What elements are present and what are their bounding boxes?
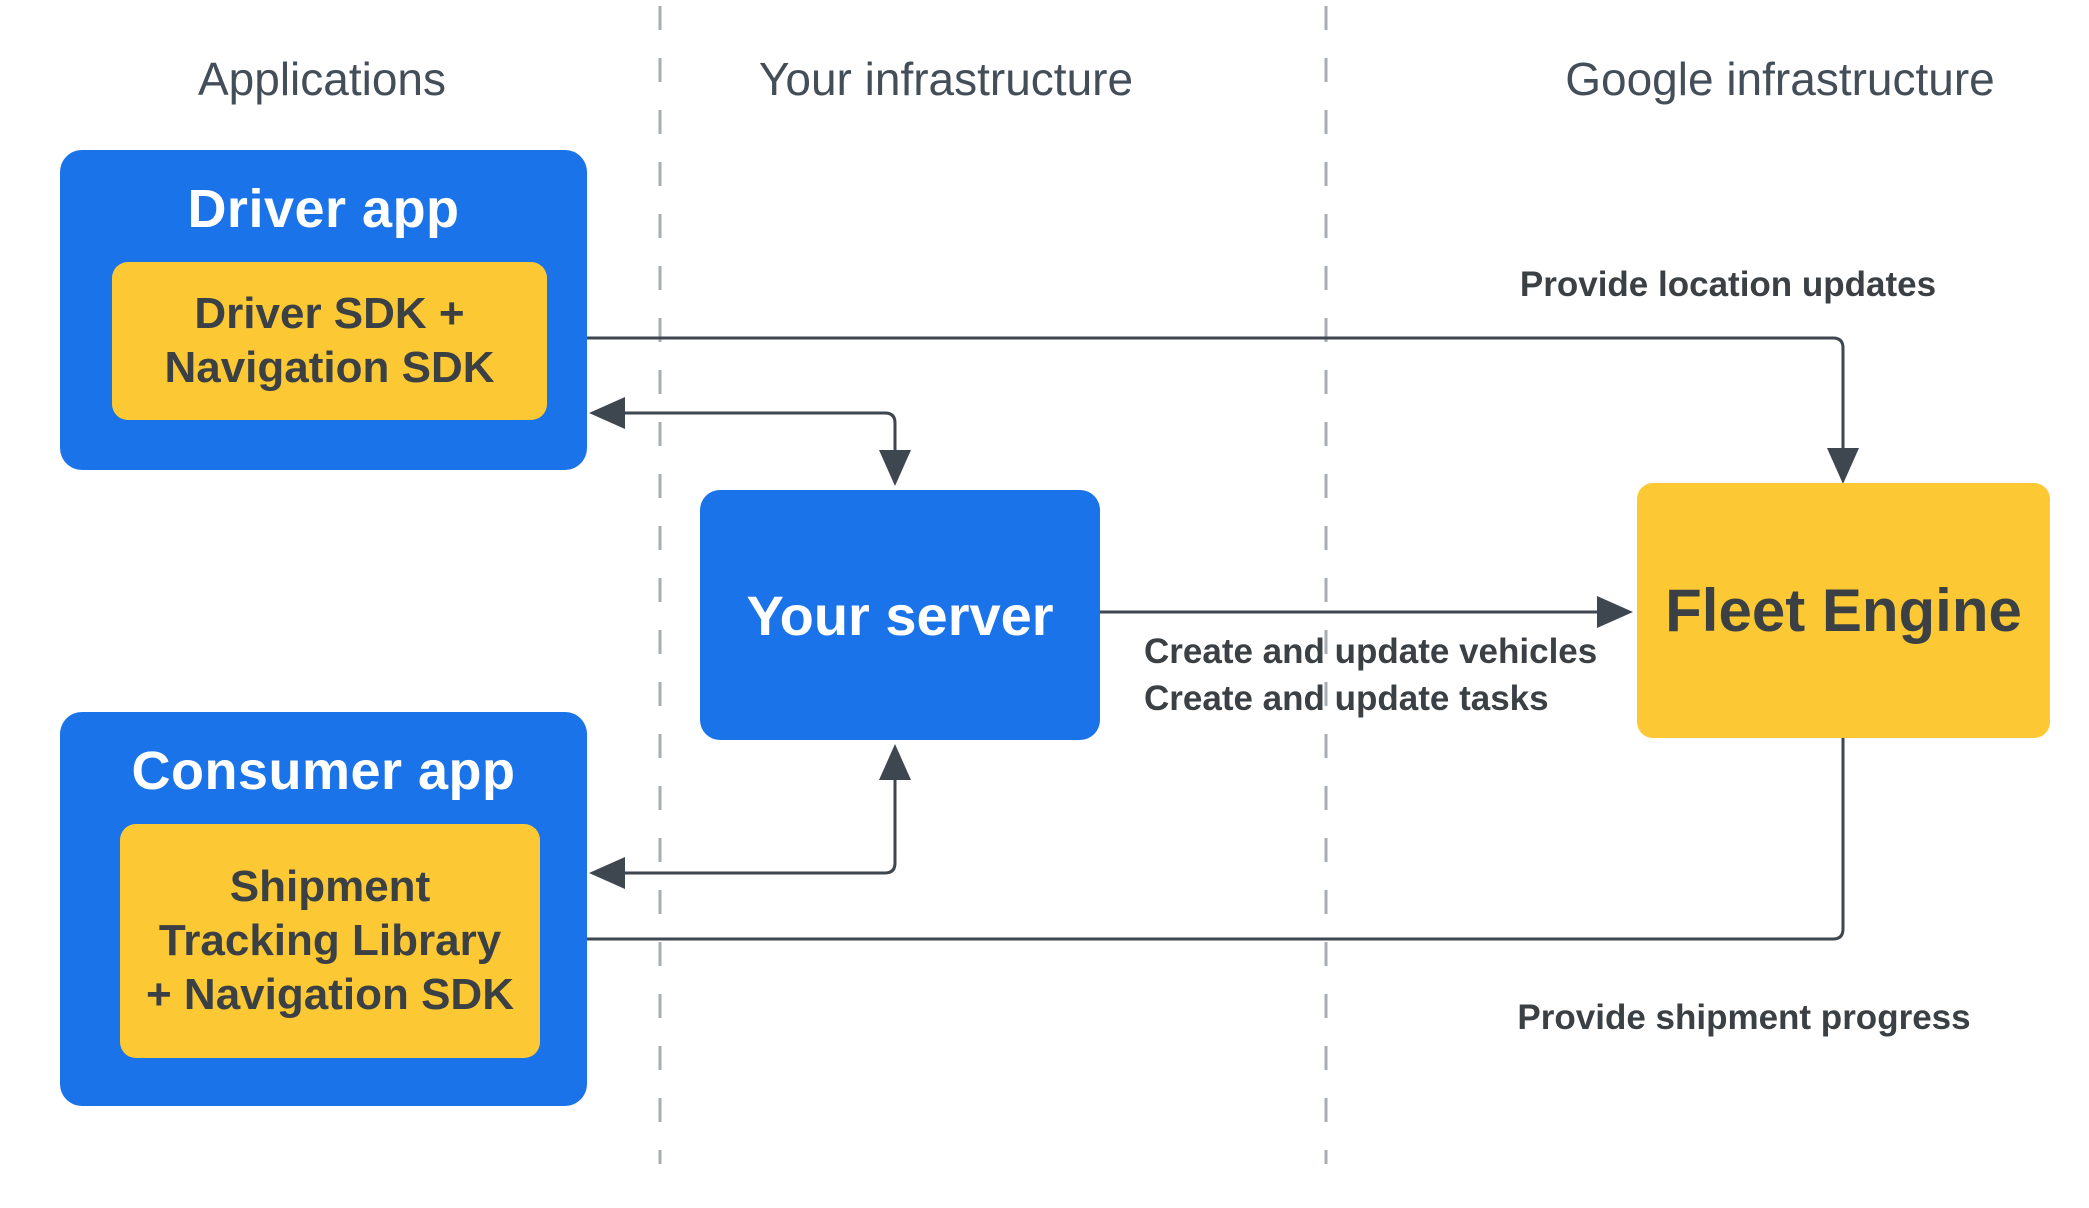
your-server-box: Your server <box>700 490 1100 740</box>
fleet-engine-title: Fleet Engine <box>1665 577 2022 644</box>
consumer-app-title: Consumer app <box>131 741 516 801</box>
driver-sdk-label-line-1: Driver SDK + <box>194 289 465 338</box>
shipment-tracking-library-label: Shipment Tracking Library + Navigation S… <box>146 860 514 1022</box>
arrowhead-left-into-consumer-app <box>589 857 625 889</box>
arrowhead-up-into-your-server <box>879 744 911 780</box>
edge-label-provide-location-updates: Provide location updates <box>1519 265 1937 304</box>
shipment-label-line-1: Shipment <box>229 862 431 911</box>
arrowhead-down-into-fleet-engine <box>1827 448 1859 484</box>
edge-label-provide-shipment-progress: Provide shipment progress <box>1517 998 1971 1037</box>
column-header-google-infrastructure: Google infrastructure <box>1565 53 1995 105</box>
fleet-engine-box: Fleet Engine <box>1637 483 2050 738</box>
arrow-fleet-engine-shipment-library <box>547 738 1845 955</box>
your-server-title: Your server <box>746 583 1054 647</box>
driver-sdk-box: Driver SDK + Navigation SDK <box>112 262 547 420</box>
edge-label-create-tasks: Create and update tasks <box>1144 679 1549 718</box>
driver-sdk-label: Driver SDK + Navigation SDK <box>164 287 494 395</box>
shipment-tracking-library-box: Shipment Tracking Library + Navigation S… <box>120 824 540 1058</box>
edge-label-create-vehicles: Create and update vehicles <box>1144 632 1598 671</box>
column-header-applications: Applications <box>197 53 447 105</box>
arrowhead-left-into-driver-app <box>589 397 625 429</box>
driver-sdk-label-line-2: Navigation SDK <box>164 343 495 392</box>
shipment-label-line-2: Tracking Library <box>158 916 502 965</box>
arrow-driver-sdk-fleet-engine <box>549 322 1859 484</box>
arrow-driver-app-your-server <box>589 397 911 486</box>
edge-label-create-and-update: Create and update vehicles Create and up… <box>1144 628 1597 722</box>
arrowhead-down-into-your-server <box>879 450 911 486</box>
driver-app-title: Driver app <box>187 179 460 239</box>
arrow-your-server-fleet-engine <box>1100 596 1633 628</box>
arrow-your-server-consumer-app <box>589 744 911 889</box>
shipment-label-line-3: + Navigation SDK <box>146 970 514 1019</box>
column-header-your-infrastructure: Your infrastructure <box>758 53 1134 105</box>
arrowhead-right-into-fleet-engine <box>1597 596 1633 628</box>
